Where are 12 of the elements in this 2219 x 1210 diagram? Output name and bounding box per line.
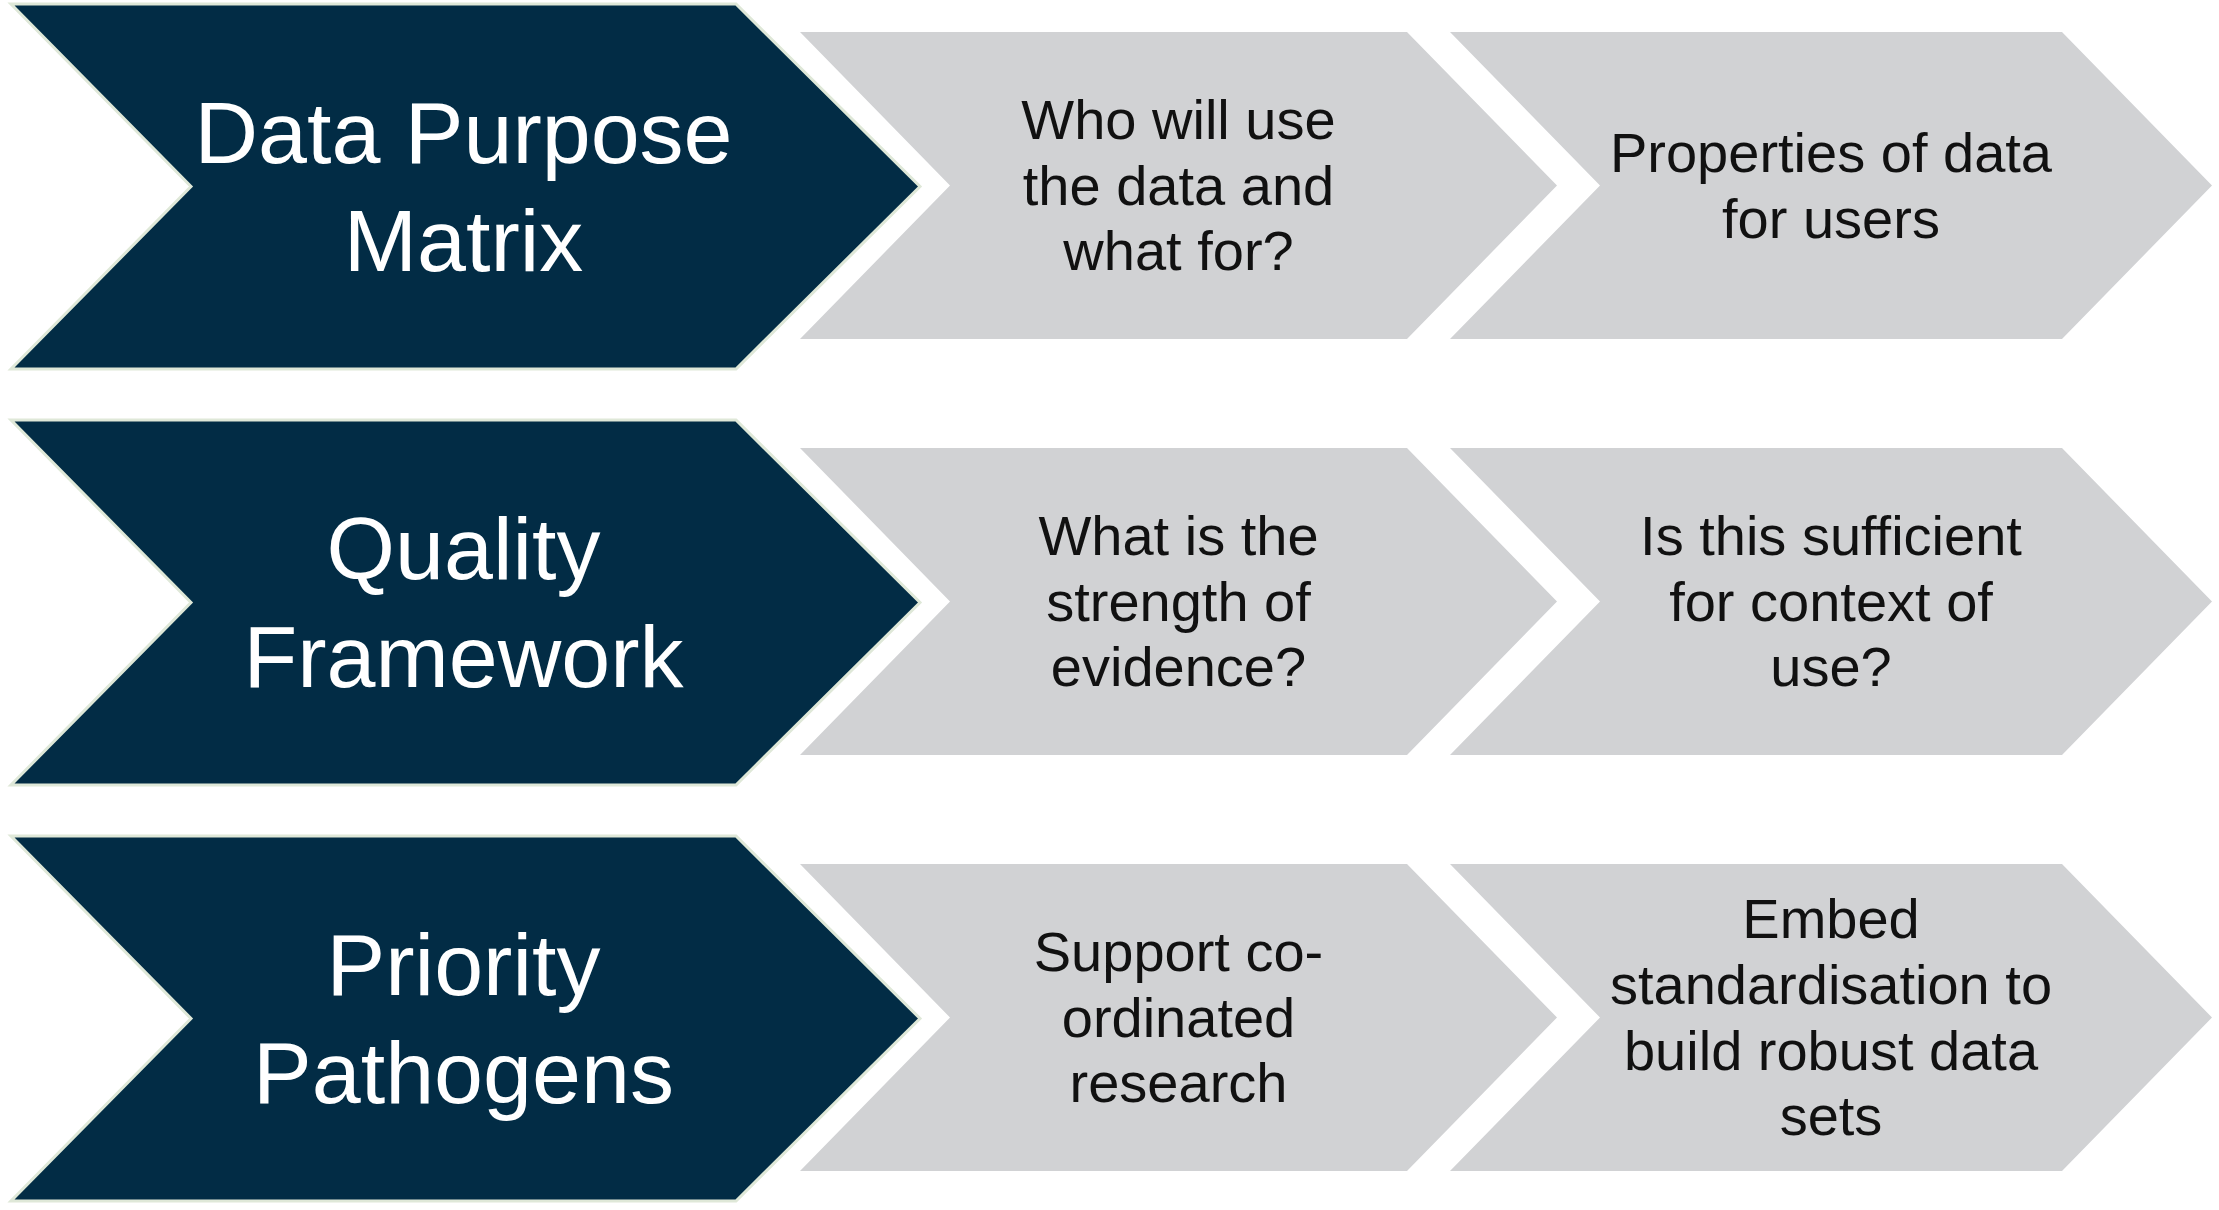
chevron-shape (800, 32, 1557, 339)
chevron-label: What is the strength of evidence? (1037, 503, 1320, 700)
chevron-shape (800, 864, 1557, 1171)
chevron-shape (1450, 864, 2212, 1171)
chevron-shape (800, 448, 1557, 755)
chevron-label: Support co-ordinated research (1032, 919, 1325, 1116)
chevron-label: Properties of data for users (1608, 120, 2053, 251)
chevron-label: Who will use the data and what for? (1020, 87, 1337, 284)
chevron-shape (1450, 32, 2212, 339)
chevron-label: Is this sufficient for context of use? (1639, 503, 2023, 700)
chevron-shape (1450, 448, 2212, 755)
chevron-label: Embed standardisation to build robust data sets (1608, 886, 2054, 1149)
